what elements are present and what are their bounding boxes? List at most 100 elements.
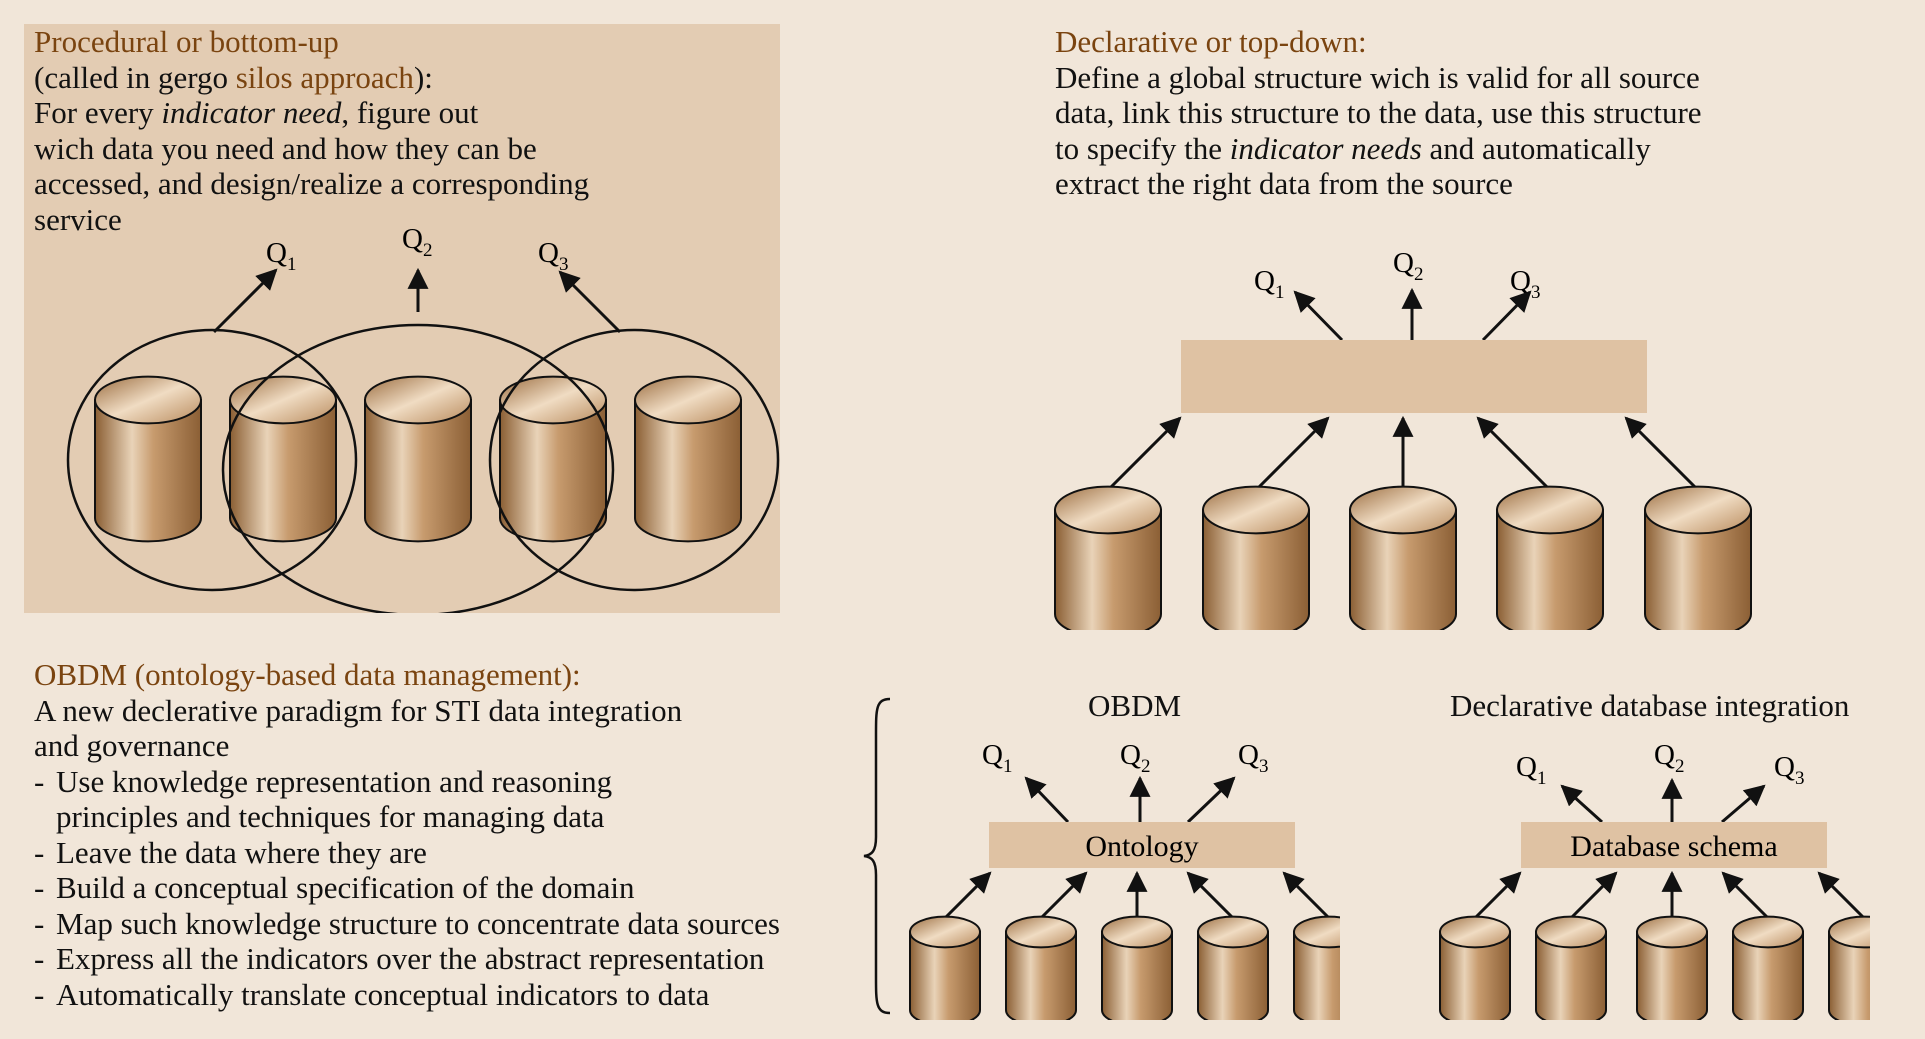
topdown-cylinders [1054,485,1752,630]
db-q2-label: Q2 [1654,739,1684,777]
database-schema-box-label: Database schema [1570,830,1777,863]
silos-diagram: Q1 Q2 Q3 [66,223,780,613]
silo-query-1: Q1 [266,237,296,275]
obdm-intro-line2: and governance [34,728,230,763]
database-cylinder-icon [1349,485,1457,630]
db-arrow-src1 [1473,871,1522,920]
database-schema-box [1521,822,1827,868]
obdm-bullet-text: Automatically translate conceptual indic… [56,976,710,1012]
obdm-arrow-q1 [1024,776,1070,824]
obdm-q2-label: Q2 [1120,739,1150,777]
procedural-line2-suffix: ): [413,59,433,95]
procedural-line6: service [34,201,122,237]
database-cylinder-icon [1197,915,1269,1020]
silo-q2-label: Q2 [402,223,432,261]
silo-query-2: Q2 [402,223,432,261]
database-cylinder-icon [364,375,472,543]
procedural-line2-prefix: (called in gergo [34,59,236,95]
obdm-bullet: Map such knowledge structure to concentr… [34,906,780,942]
topdown-arrow-src2 [1254,416,1330,492]
database-cylinder-icon [1101,915,1173,1020]
declarative-line4: extract the right data from the source [1055,166,1513,201]
procedural-line2: (called in gergo silos approach): [34,60,589,96]
obdm-bullet: Build a conceptual specification of the … [34,870,780,906]
database-cylinder-icon [94,375,202,543]
indicator-need-term: indicator need [161,95,342,130]
silo-q1-label: Q1 [266,237,296,275]
silo-ellipse-right [488,328,780,592]
silo-q3-label: Q3 [538,237,568,275]
declarative-line3-prefix: to specify the [1055,130,1230,166]
obdm-bullet: Use knowledge representation and reasoni… [34,764,780,835]
obdm-bullet-text: Express all the indicators over the abst… [56,941,765,976]
db-q3-label: Q3 [1774,751,1804,789]
database-cylinder-icon [1293,915,1340,1020]
obdm-intro-line1: A new declerative paradigm for STI data … [34,692,683,728]
db-arrow-src5 [1817,871,1866,920]
obdm-bullet-list: Use knowledge representation and reasoni… [34,764,780,1013]
obdm-bullet-text: Leave the data where they are [56,834,427,870]
silos-approach-term: silos approach [235,59,414,95]
silo-cylinders [94,375,742,543]
db-arrow-q3 [1721,784,1766,824]
topdown-diagram: Q1 Q2 Q3 [1054,247,1752,630]
grouping-brace [863,697,891,1015]
silo-arrow-1 [212,268,278,334]
procedural-line3-prefix: For every [34,95,162,130]
obdm-q3-label: Q3 [1238,739,1268,777]
topdown-arrow-q1 [1293,290,1344,342]
obdm-bullet: Automatically translate conceptual indic… [34,977,780,1013]
topdown-arrow-src5 [1624,416,1700,492]
obdm-cylinders [909,915,1340,1020]
obdm-q1-label: Q1 [982,739,1012,777]
database-cylinder-icon [1636,915,1708,1020]
topdown-arrow-q3 [1481,290,1532,342]
procedural-line4: wich data you need and how they can be [34,130,537,166]
topdown-arrow-src1 [1106,416,1182,492]
procedural-line3-suffix: , figure out [341,95,479,130]
obdm-diagram-title: OBDM [1088,688,1182,723]
obdm-bullet-text: Build a conceptual specification of the … [56,870,635,905]
obdm-arrow-src5 [1282,871,1331,920]
obdm-arrow-src1 [943,871,992,920]
ontology-box [989,822,1295,868]
declarative-line3: to specify the indicator needs and autom… [1055,131,1702,167]
db-arrow-q1 [1560,784,1604,824]
obdm-arrow-q3 [1186,776,1236,824]
procedural-text: Procedural or bottom-up (called in gergo… [34,24,589,237]
obdm-bullet-text: Use knowledge representation and reasoni… [56,763,613,799]
obdm-diagram: Q1 Q2 Q3 Ontology [909,739,1340,1020]
obdm-heading: OBDM (ontology-based data management): [34,657,581,692]
obdm-arrow-src4 [1186,871,1235,920]
declarative-heading: Declarative or top-down: [1055,24,1367,59]
database-cylinder-icon [1644,485,1752,630]
obdm-bullet: Express all the indicators over the abst… [34,941,780,977]
silo-ellipse-center [221,323,615,613]
declarative-text: Declarative or top-down: Define a global… [1055,24,1702,202]
declarative-line2: data, link this structure to the data, u… [1055,95,1702,130]
database-cylinder-icon [1496,485,1604,630]
indicator-needs-term: indicator needs [1229,130,1422,166]
database-cylinder-icon [1535,915,1607,1020]
ontology-box-label: Ontology [1085,830,1198,863]
database-cylinder-icon [1054,485,1162,630]
topdown-q3-label: Q3 [1510,265,1540,303]
database-cylinder-icon [1439,915,1511,1020]
database-cylinder-icon [634,375,742,543]
database-cylinder-icon [1005,915,1077,1020]
database-cylinder-icon [1202,485,1310,630]
topdown-q2-label: Q2 [1393,247,1423,285]
silo-arrow-3 [558,270,622,334]
db-diagram-title: Declarative database integration [1450,688,1850,723]
db-arrow-src4 [1721,871,1770,920]
obdm-bullet-text: Map such knowledge structure to concentr… [56,905,780,941]
silo-ellipse-left [66,328,358,592]
db-arrow-src2 [1569,871,1618,920]
procedural-heading: Procedural or bottom-up [34,24,339,59]
obdm-bullet-text-continued: principles and techniques for managing d… [56,799,605,834]
procedural-line5: accessed, and design/realize a correspon… [34,166,590,201]
declarative-line1: Define a global structure wich is valid … [1055,59,1700,95]
db-q1-label: Q1 [1516,751,1546,789]
database-cylinder-icon [1732,915,1804,1020]
declarative-line3-suffix: and automatically [1421,130,1651,166]
